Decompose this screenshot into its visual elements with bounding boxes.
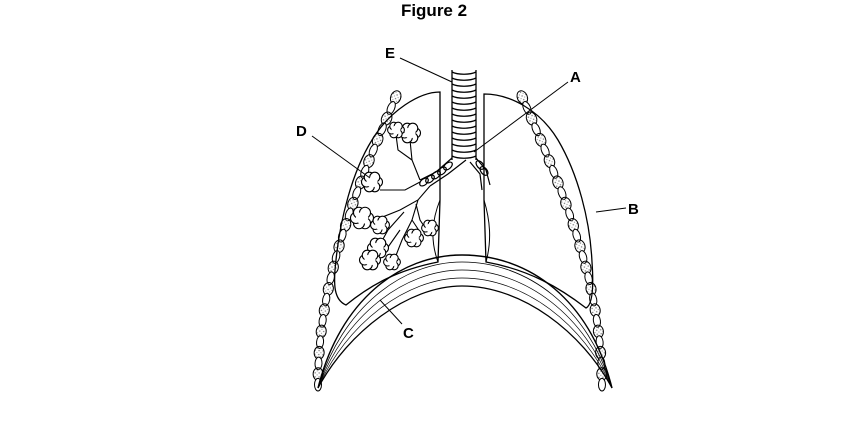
trachea-ring bbox=[451, 125, 477, 129]
trachea-ring bbox=[451, 155, 477, 159]
pointer-d bbox=[311, 135, 371, 179]
alveolus-cluster bbox=[387, 121, 405, 139]
trachea-ring bbox=[451, 143, 477, 147]
alveolus-cluster bbox=[360, 171, 384, 193]
bronchus-ring bbox=[425, 174, 435, 184]
pointer-e bbox=[399, 57, 453, 83]
trachea-ring bbox=[451, 83, 477, 87]
figure-title: Figure 2 bbox=[400, 1, 468, 20]
alveolus-cluster bbox=[349, 206, 375, 230]
trachea-ring bbox=[451, 89, 477, 93]
ribs-right bbox=[516, 90, 608, 392]
alveolus-cluster bbox=[421, 219, 439, 237]
diaphragm bbox=[317, 254, 613, 389]
intercostal bbox=[597, 377, 606, 392]
label-b: B bbox=[628, 201, 639, 218]
bronchus-ring bbox=[475, 160, 485, 170]
label-e: E bbox=[385, 45, 395, 62]
trachea-ring bbox=[451, 137, 477, 141]
trachea bbox=[451, 70, 477, 160]
alveoli bbox=[349, 121, 439, 271]
alveolus-cluster bbox=[398, 122, 422, 144]
trachea-ring bbox=[451, 77, 477, 81]
label-d: D bbox=[296, 123, 307, 140]
trachea-ring bbox=[451, 107, 477, 111]
trachea-ring bbox=[451, 101, 477, 105]
pointer-c bbox=[379, 299, 403, 325]
trachea-ring bbox=[451, 113, 477, 117]
trachea-ring bbox=[451, 149, 477, 153]
ribs-left bbox=[312, 90, 402, 392]
trachea-ring bbox=[451, 95, 477, 99]
label-a: A bbox=[570, 69, 581, 86]
pointer-a bbox=[473, 81, 569, 153]
alveolus-cluster bbox=[383, 253, 401, 271]
trachea-ring bbox=[451, 131, 477, 135]
alveolus-cluster bbox=[403, 228, 425, 248]
pointer-lines bbox=[311, 57, 627, 325]
pointer-b bbox=[595, 207, 627, 213]
bronchus-ring bbox=[479, 166, 489, 176]
bronchi bbox=[419, 157, 491, 191]
bronchus-ring bbox=[419, 177, 429, 187]
label-c: C bbox=[403, 325, 414, 342]
alveolus-cluster bbox=[369, 215, 391, 235]
right-lung bbox=[483, 93, 594, 309]
trachea-ring bbox=[451, 71, 477, 75]
trachea-ring bbox=[451, 119, 477, 123]
bronchus-ring bbox=[443, 161, 453, 171]
left-lung bbox=[333, 91, 441, 306]
mediastinum bbox=[432, 199, 491, 263]
alveolus-cluster bbox=[358, 249, 382, 271]
